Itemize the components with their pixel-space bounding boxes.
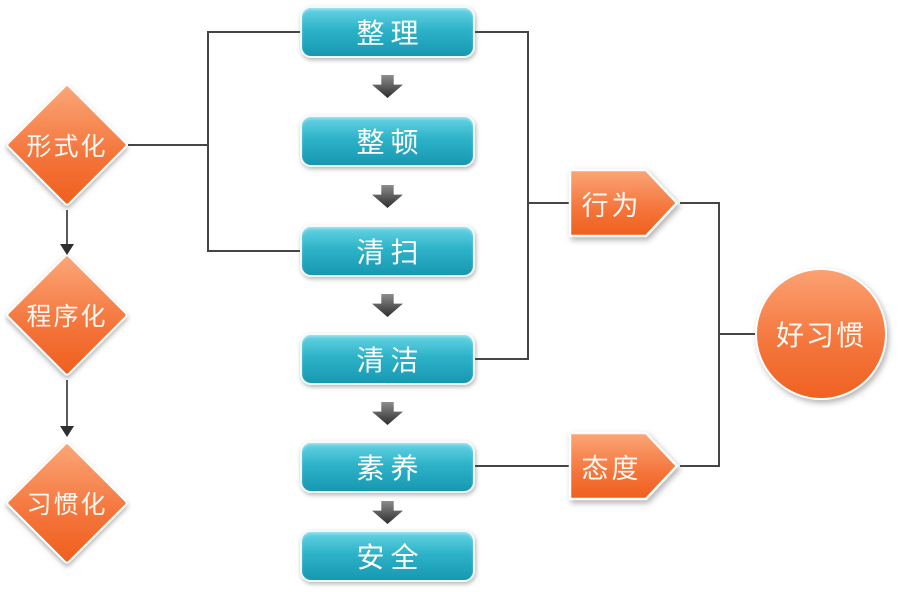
- pentagon-label: 态度: [581, 453, 642, 485]
- block-arrow-down-icon: [372, 402, 403, 425]
- step-label: 清洁: [356, 344, 425, 377]
- step-label: 安全: [356, 541, 425, 574]
- step-box-sustain: 素养: [300, 441, 475, 493]
- circle-node-good-habit: 好习惯: [755, 268, 887, 400]
- connector-line: [207, 250, 300, 252]
- pentagon-label: 行为: [581, 190, 642, 222]
- diamond-node-formalization: 形式化: [4, 82, 130, 208]
- step-label: 素养: [356, 452, 425, 485]
- connector-line: [527, 31, 529, 360]
- step-box-set-in-order: 整顿: [300, 115, 475, 167]
- connector-line: [475, 358, 529, 360]
- step-box-safety: 安全: [300, 530, 475, 582]
- connector-line: [527, 202, 571, 204]
- block-arrow-down-icon: [372, 75, 403, 98]
- block-arrow-down-icon: [372, 501, 403, 524]
- connector-line: [475, 31, 529, 33]
- step-label: 清扫: [356, 236, 425, 269]
- arrow-down-head-icon: [60, 426, 74, 437]
- step-label: 整顿: [356, 126, 425, 159]
- step-label: 整理: [356, 17, 425, 50]
- circle-label: 好习惯: [775, 319, 866, 352]
- step-box-sweep: 清扫: [300, 225, 475, 277]
- diamond-label: 程序化: [26, 302, 108, 331]
- step-box-standardize: 清洁: [300, 333, 475, 385]
- pentagon-shape: [568, 168, 679, 238]
- connector-line: [475, 465, 570, 467]
- connector-line: [207, 31, 209, 252]
- block-arrow-down-icon: [372, 294, 403, 317]
- arrow-down-icon: [66, 210, 68, 246]
- connector-line: [680, 465, 720, 467]
- connector-line: [207, 31, 300, 33]
- arrow-down-head-icon: [60, 244, 74, 255]
- pentagon-shape: [568, 431, 679, 501]
- pentagon-node-behavior: 行为: [568, 168, 680, 238]
- pentagon-node-attitude: 态度: [568, 431, 680, 501]
- connector-line: [718, 333, 757, 335]
- step-box-sort: 整理: [300, 6, 475, 58]
- diamond-label: 形式化: [26, 132, 108, 161]
- arrow-down-icon: [66, 380, 68, 428]
- block-arrow-down-icon: [372, 185, 403, 208]
- diamond-node-habitualization: 习惯化: [4, 440, 130, 566]
- connector-line: [680, 202, 720, 204]
- diamond-label: 习惯化: [26, 490, 108, 519]
- connector-line: [128, 144, 208, 146]
- diamond-node-proceduralization: 程序化: [4, 252, 130, 378]
